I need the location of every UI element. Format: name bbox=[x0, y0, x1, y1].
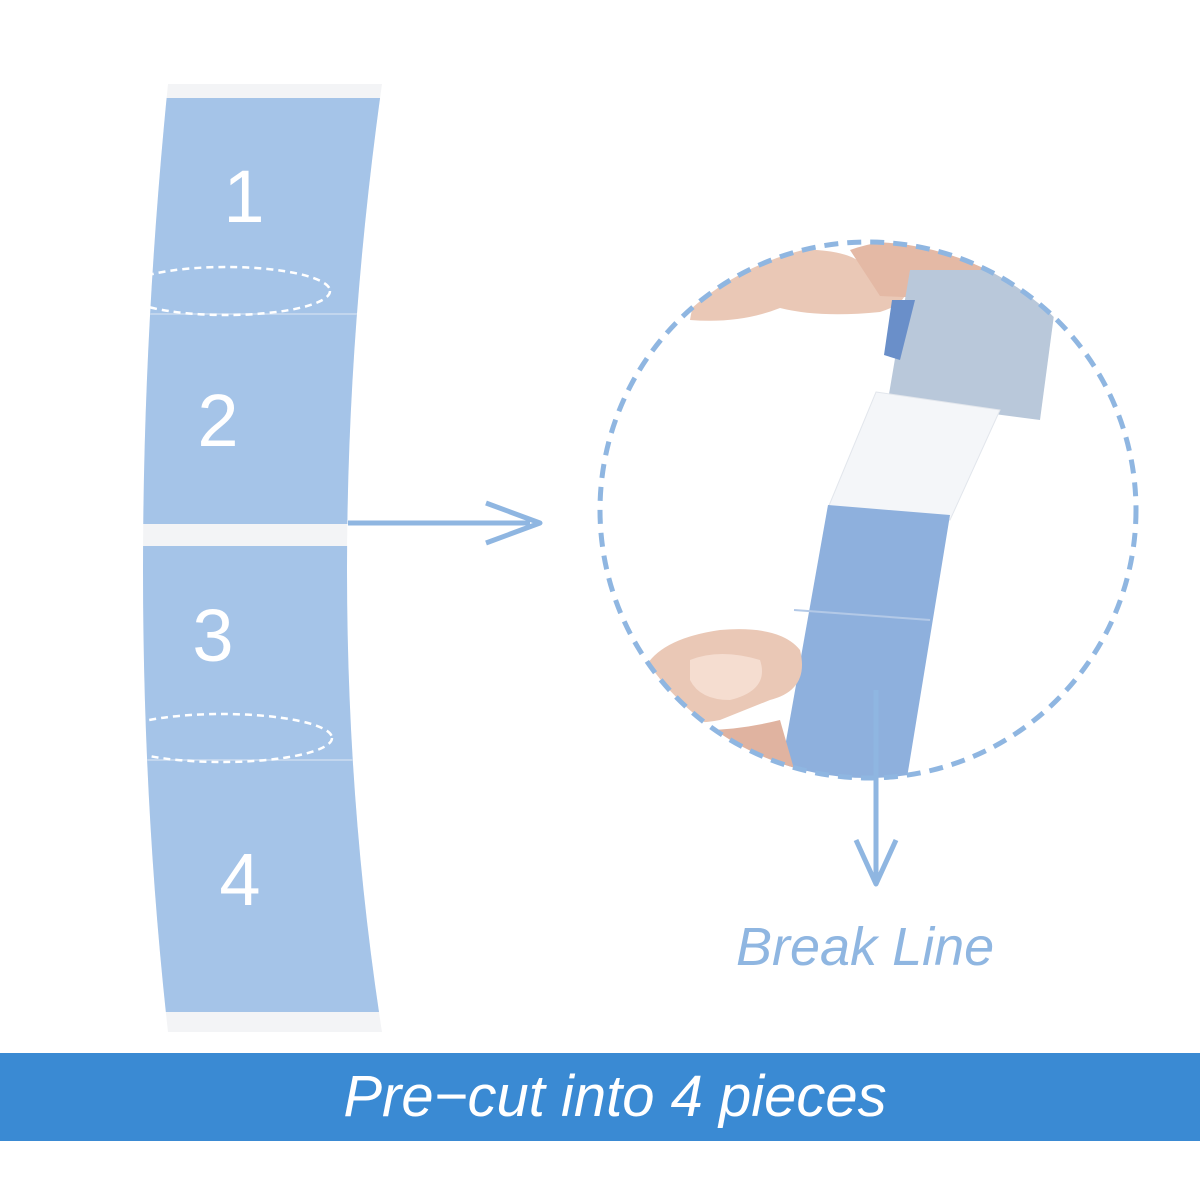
break-marker-2 bbox=[143, 712, 334, 764]
arrow-down-icon bbox=[853, 690, 899, 887]
lower-fingernail bbox=[690, 654, 762, 700]
caption-text: Pre−cut into 4 pieces bbox=[343, 1064, 887, 1129]
photo-break-line bbox=[793, 609, 931, 621]
piece-number-3: 3 bbox=[192, 594, 233, 677]
lower-hand bbox=[620, 720, 800, 778]
zoom-circle-outline bbox=[597, 239, 1139, 781]
upper-tape-edge bbox=[884, 300, 915, 360]
piece-number-2: 2 bbox=[197, 379, 238, 462]
caption-banner: Pre−cut into 4 pieces bbox=[0, 1053, 1200, 1141]
tape-section-lower bbox=[143, 546, 382, 1012]
tape-section-upper bbox=[143, 98, 382, 524]
upper-tape bbox=[888, 270, 1060, 420]
clear-backing bbox=[827, 391, 1001, 521]
piece-number-4: 4 bbox=[219, 838, 260, 921]
zoom-photo bbox=[600, 242, 1136, 778]
piece-number-1: 1 bbox=[223, 155, 264, 238]
arrow-right-icon bbox=[348, 500, 543, 546]
tape-strip bbox=[143, 84, 382, 1032]
break-marker-1 bbox=[143, 265, 332, 317]
break-line-label: Break Line bbox=[736, 917, 995, 977]
lower-tape bbox=[780, 505, 950, 778]
